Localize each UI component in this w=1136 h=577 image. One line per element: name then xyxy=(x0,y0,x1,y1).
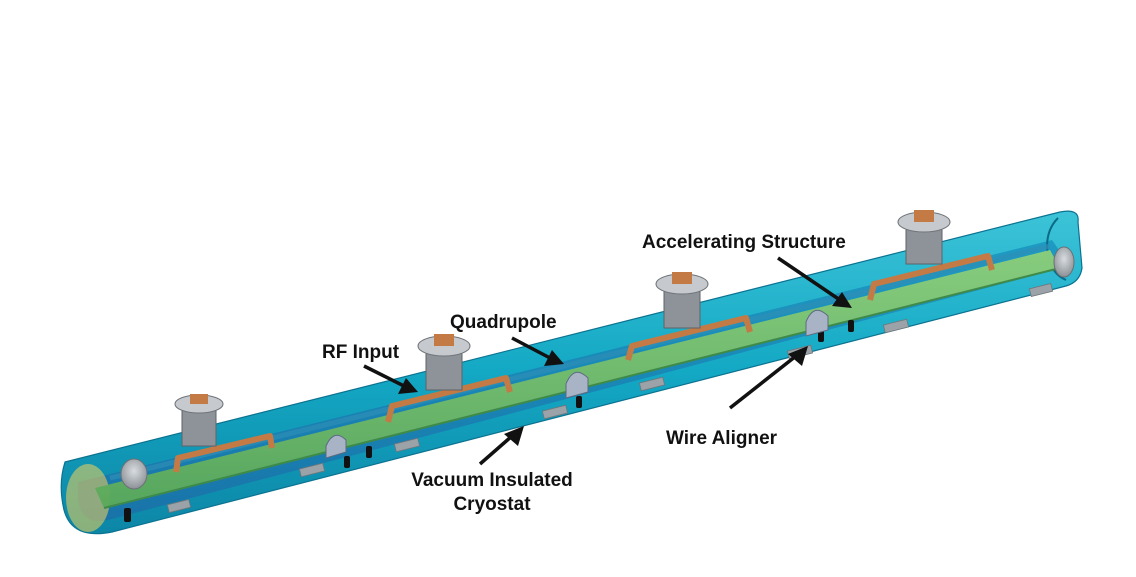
quadrupole xyxy=(325,434,347,459)
labels: Accelerating Structure Quadrupole RF Inp… xyxy=(322,232,846,515)
support-block xyxy=(541,404,569,420)
arrowhead-accelerating-structure xyxy=(832,292,852,308)
arrow-accelerating-structure xyxy=(777,256,841,302)
arrowhead-wire-aligner xyxy=(788,346,808,366)
support-block xyxy=(166,498,192,514)
support-block xyxy=(638,376,666,392)
quadrupole xyxy=(805,309,829,337)
label-quadrupole: Quadrupole xyxy=(450,312,557,333)
label-cryostat-line1: Vacuum Insulated xyxy=(411,470,573,491)
wire-aligner-clip xyxy=(124,508,131,522)
arrow-rf-input xyxy=(363,364,405,388)
quadrupole-body xyxy=(325,434,347,459)
callout-arrows xyxy=(363,256,852,466)
wire-aligner-clip xyxy=(848,320,854,332)
rf-modules xyxy=(173,210,995,473)
arrow-wire-aligner xyxy=(728,354,798,410)
coupler-port xyxy=(190,394,208,404)
wire-aligner-clip xyxy=(366,446,372,458)
rf-module-2 xyxy=(385,334,513,423)
quadrupoles xyxy=(325,309,829,459)
wire-aligner-clip xyxy=(818,330,824,342)
arrow-quadrupole xyxy=(511,336,551,360)
wire-aligner-clip xyxy=(576,396,582,408)
coupler-port xyxy=(914,210,934,222)
label-accelerating-structure: Accelerating Structure xyxy=(642,232,846,253)
quadrupole-body xyxy=(805,309,829,337)
label-cryostat-line2: Cryostat xyxy=(453,494,531,515)
quadrupole xyxy=(565,371,589,399)
wire-aligner-clips xyxy=(124,320,854,522)
rf-coupler-bar xyxy=(625,315,753,361)
arrowhead-rf-input xyxy=(398,378,418,394)
wire-aligner-clip xyxy=(344,456,350,468)
left-end-cap xyxy=(120,458,148,490)
end-cap-left-disc xyxy=(120,458,148,490)
support-block xyxy=(1028,282,1054,298)
vessel-left-opening xyxy=(66,464,110,532)
rf-module-4 xyxy=(867,210,995,301)
rf-coupler-bar xyxy=(173,433,275,473)
support-block xyxy=(882,318,910,334)
quadrupole-body xyxy=(565,371,589,399)
support-block xyxy=(298,462,326,478)
support-block xyxy=(393,437,421,453)
rf-coupler-bar xyxy=(867,253,995,301)
label-rf-input: RF Input xyxy=(322,342,400,363)
coupler-port xyxy=(672,272,692,284)
arrow-cryostat xyxy=(478,434,514,466)
rf-coupler-bar xyxy=(385,375,513,423)
rf-module-3 xyxy=(625,272,753,361)
label-wire-aligner: Wire Aligner xyxy=(666,428,778,449)
arrowhead-cryostat xyxy=(504,426,524,446)
coupler-port xyxy=(434,334,454,346)
end-cap-right-disc xyxy=(1053,246,1075,278)
right-end-cap xyxy=(1053,246,1075,278)
support-blocks xyxy=(166,282,1054,514)
arrowhead-quadrupole xyxy=(544,350,564,366)
rf-module-1 xyxy=(173,394,275,473)
